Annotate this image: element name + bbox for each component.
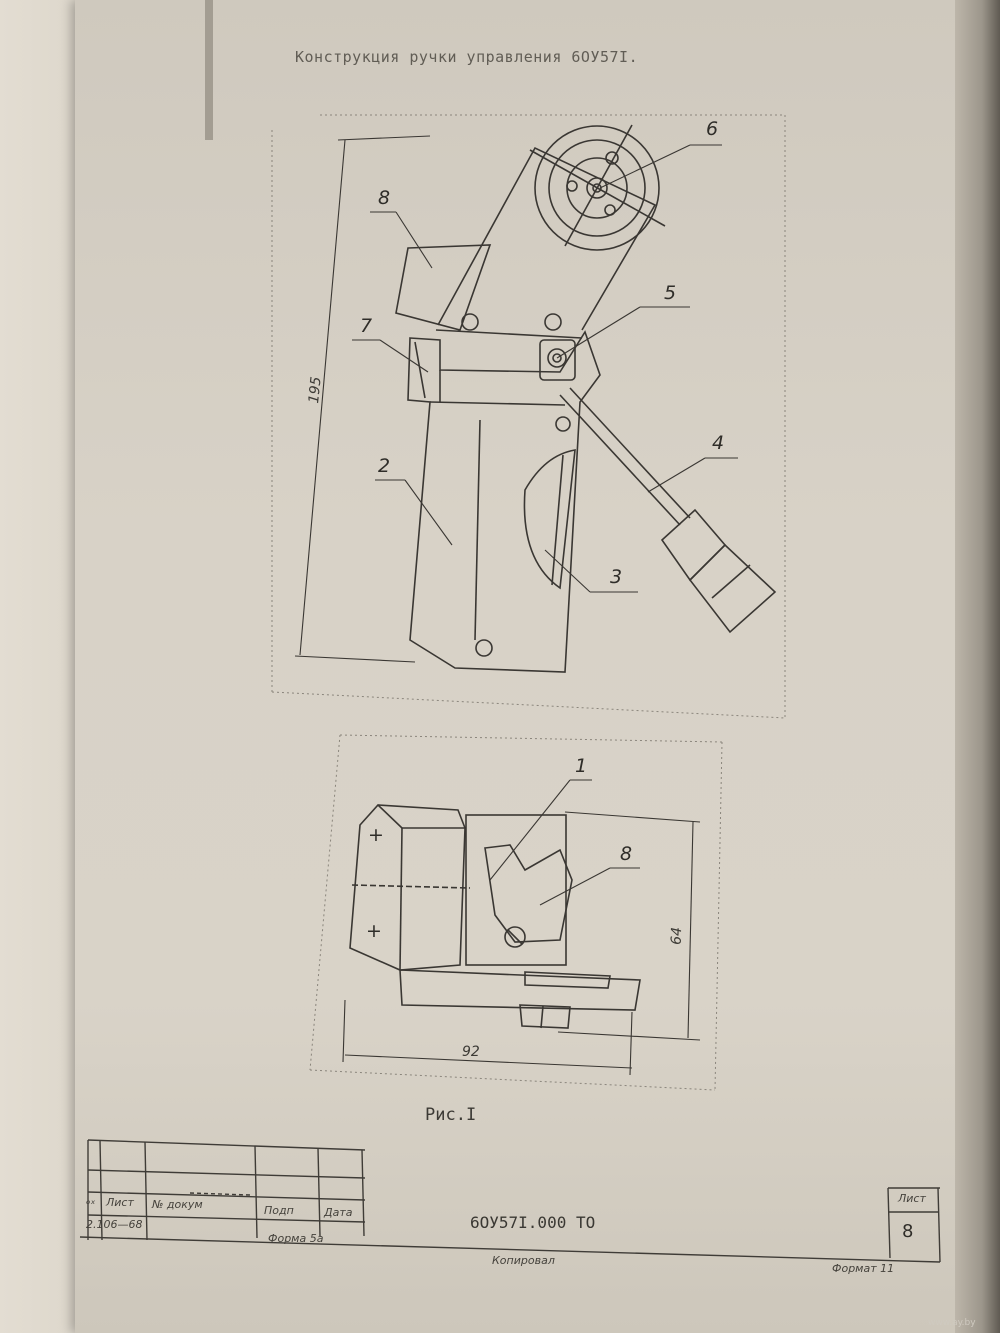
stack-edge <box>955 0 1000 1333</box>
grip-body <box>407 313 601 673</box>
dimension-64-label: 64 <box>668 926 686 946</box>
dimension-195-label: 195 <box>306 375 325 405</box>
document-header: Конструкция ручки управления 6ОУ57I. <box>295 48 639 66</box>
document-sheet <box>75 0 965 1333</box>
title-block-grid <box>79 1139 941 1263</box>
dimension-92-label: 92 <box>462 1044 480 1060</box>
label-7: 7 <box>360 315 373 337</box>
tb-format: Формат 11 <box>832 1262 895 1275</box>
tb-sheet-number: 8 <box>902 1221 914 1242</box>
figure-caption: Рис.I <box>425 1105 477 1125</box>
dimension-lines-bottom <box>342 811 701 1076</box>
tb-col-podp: Подп <box>264 1204 294 1217</box>
dimension-195 <box>294 135 431 663</box>
label-8-top: 8 <box>378 187 391 209</box>
tb-col-list: Лист <box>106 1196 134 1209</box>
tb-col-izm: ₒₓ <box>86 1194 96 1207</box>
tb-col-doc: № докум <box>152 1198 203 1211</box>
plus-mark-bottom: + <box>366 920 382 942</box>
watermark: www.ay.by <box>928 1318 976 1328</box>
handle-arm <box>435 124 666 339</box>
tb-sheet-label: Лист <box>898 1192 926 1205</box>
plus-mark-top: + <box>368 824 384 846</box>
block-8 <box>395 244 492 331</box>
label-5: 5 <box>664 282 677 304</box>
binding-strip <box>205 0 213 140</box>
top-figure-frame <box>271 114 786 719</box>
tb-col-data: Дата <box>324 1206 353 1219</box>
label-8-bottom: 8 <box>620 843 633 865</box>
bottom-assembly <box>349 804 641 1029</box>
label-1: 1 <box>575 755 588 777</box>
label-3: 3 <box>610 566 623 588</box>
bottom-figure-frame <box>309 734 723 1091</box>
label-6: 6 <box>706 118 719 140</box>
label-2: 2 <box>378 455 391 477</box>
leader-lines-top <box>352 144 738 593</box>
tb-forma: Форма 5а <box>268 1232 324 1245</box>
leader-lines-bottom <box>489 779 640 906</box>
tb-doc-code: 6ОУ57I.000 ТО <box>470 1213 596 1232</box>
tb-form-ref: 2.106—68 <box>86 1218 143 1231</box>
label-4: 4 <box>712 432 725 454</box>
cable-4 <box>559 387 777 634</box>
tb-copied: Копировал <box>492 1254 555 1267</box>
